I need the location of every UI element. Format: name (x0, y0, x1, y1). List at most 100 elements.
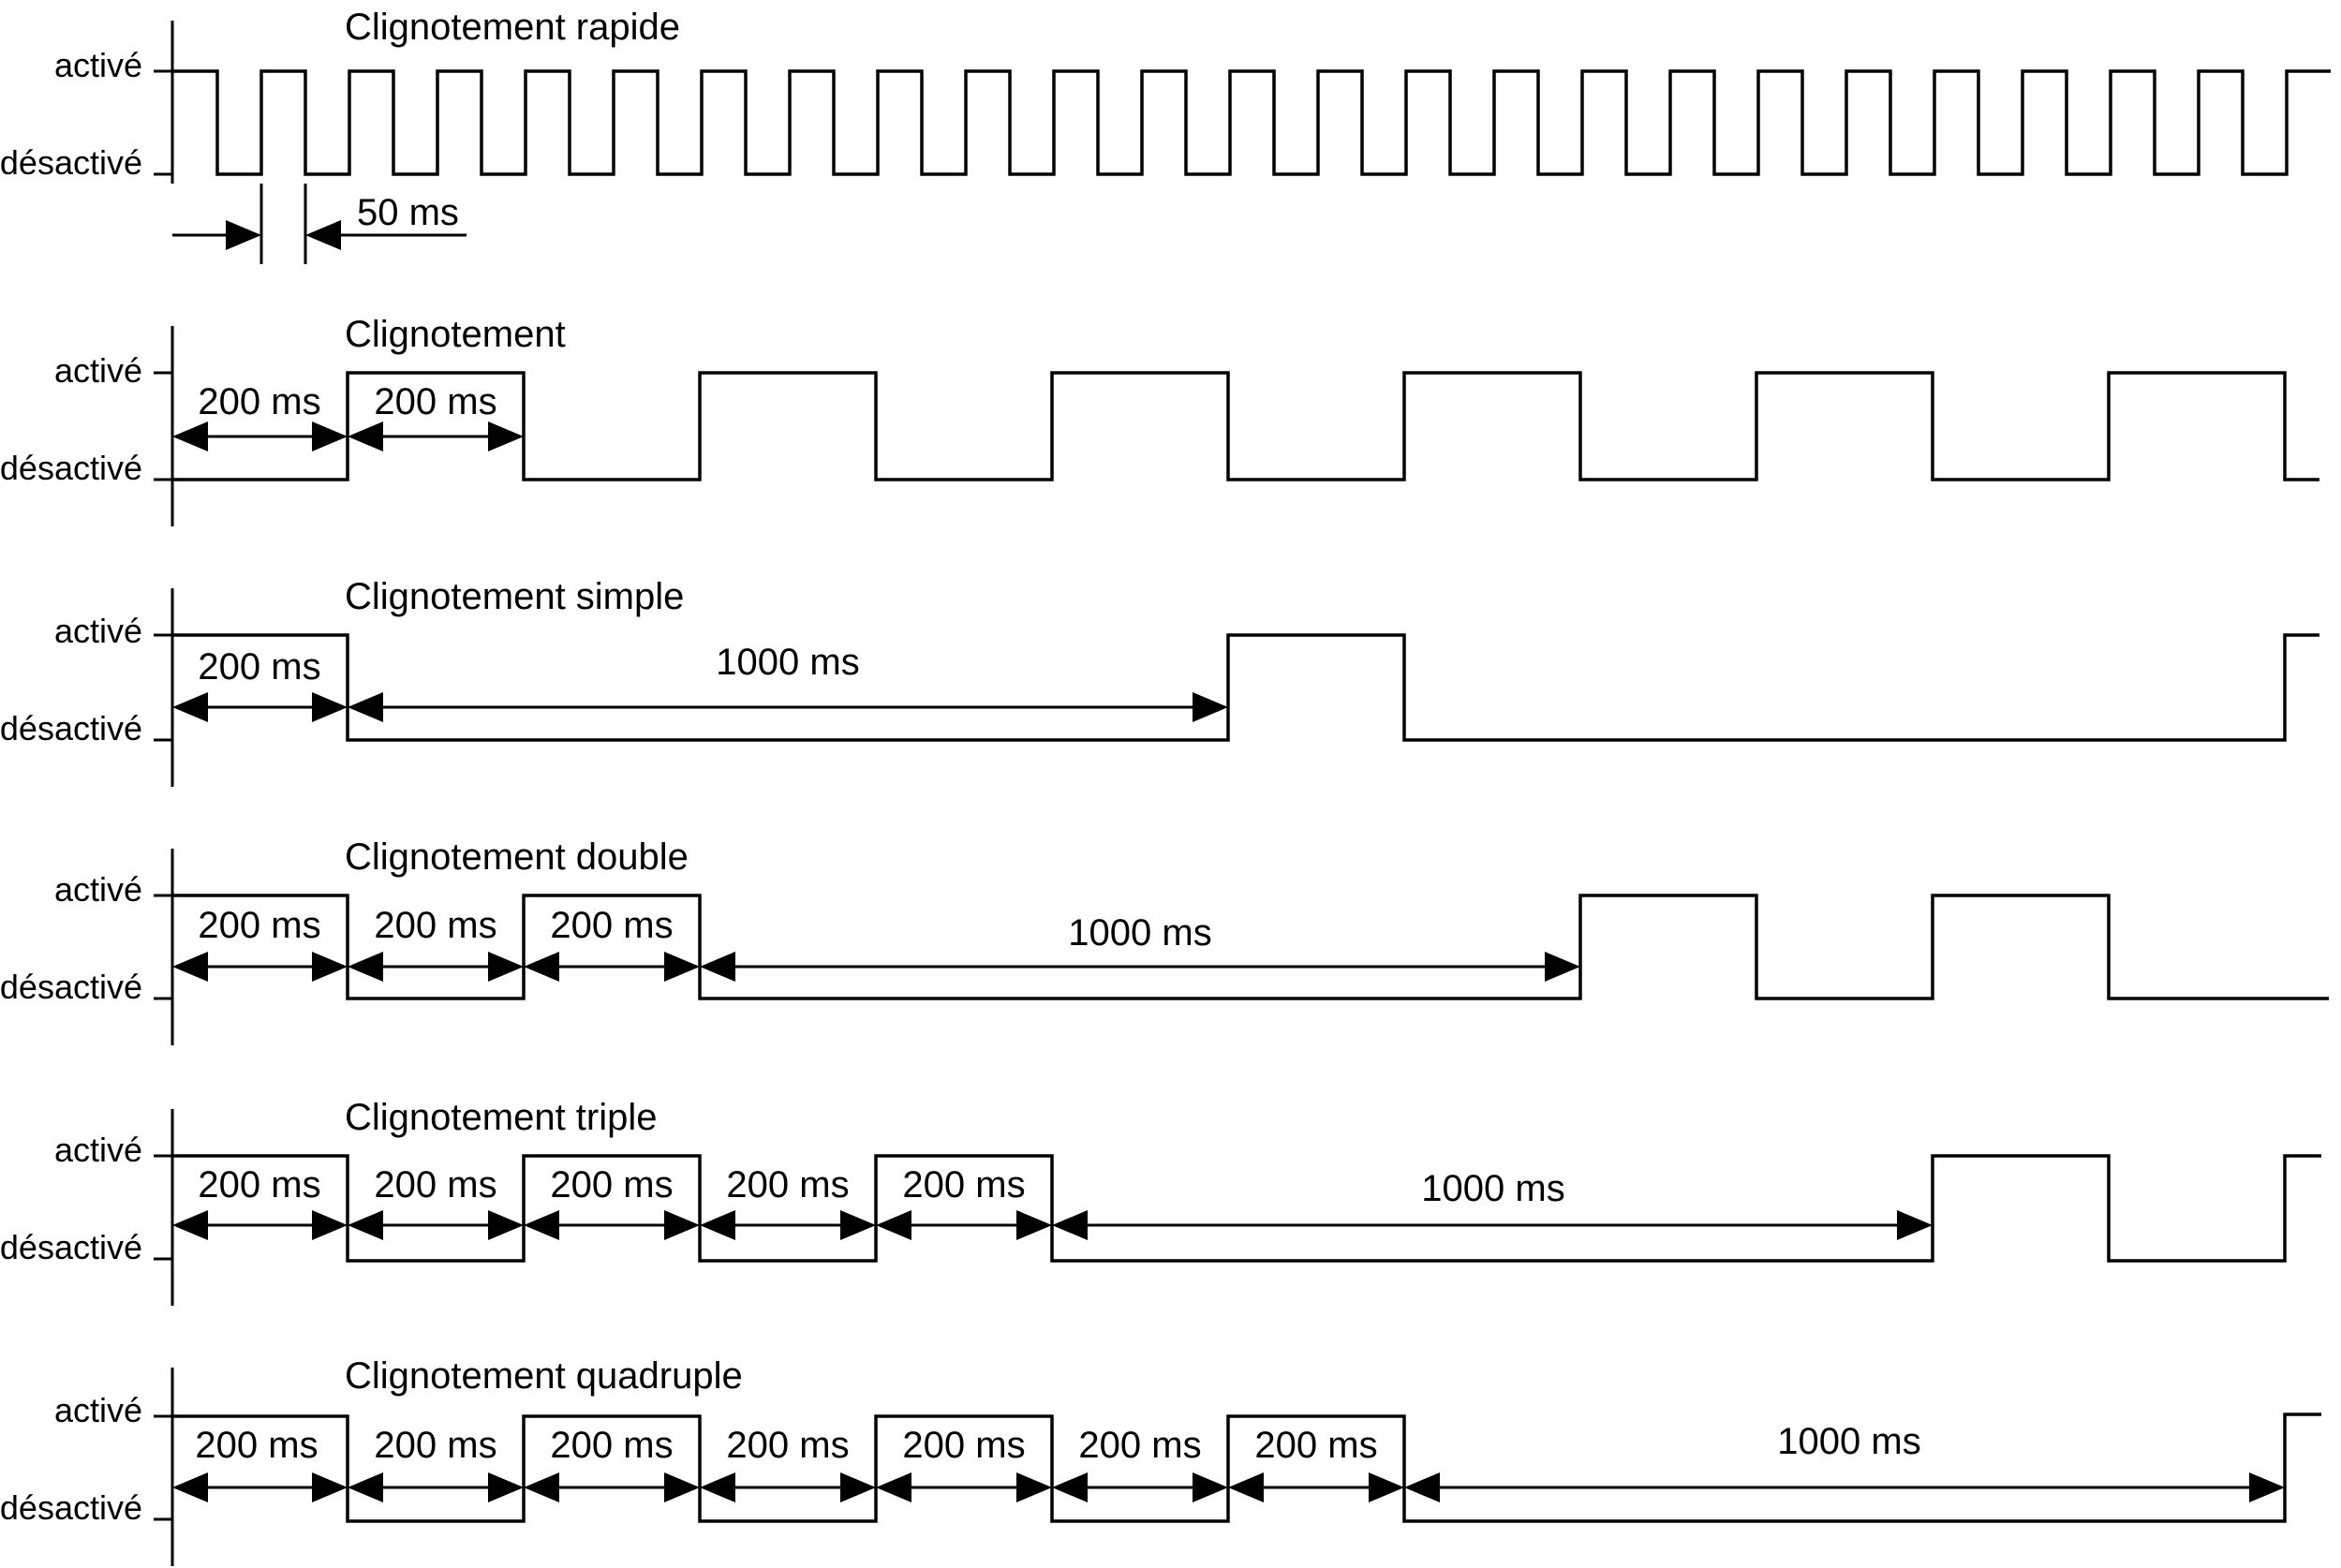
arrowhead-left (1228, 1472, 1264, 1502)
arrowhead-right (840, 1210, 876, 1240)
single-blink-waveform (172, 633, 2319, 742)
arrowhead-left (524, 952, 559, 982)
panel-title: Clignotement rapide (345, 7, 680, 48)
panel-single-blink: Clignotement simple activé désactivé 200… (0, 576, 2319, 787)
arrowhead-right (664, 952, 700, 982)
arrowhead-right (1193, 692, 1228, 722)
off-level-label: désactivé (0, 1488, 142, 1527)
arrowhead-right (1016, 1210, 1052, 1240)
double-blink-waveform (172, 894, 2329, 1000)
duration-label: 1000 ms (716, 642, 859, 683)
on-level-label: activé (54, 870, 142, 909)
duration-label: 200 ms (726, 1425, 849, 1466)
arrowhead-right (1897, 1210, 1933, 1240)
arrowhead-left (1404, 1472, 1440, 1502)
panel-fast-blink: Clignotement rapide activé désactivé 50 … (0, 7, 2331, 264)
duration-label: 200 ms (374, 1425, 496, 1466)
fast-blink-waveform (172, 69, 2331, 176)
panel-triple-blink: Clignotement triple activé désactivé 200… (0, 1097, 2321, 1306)
off-level-label: désactivé (0, 449, 142, 487)
off-level-label: désactivé (0, 709, 142, 747)
arrowhead-left (700, 952, 735, 982)
arrowhead-right (312, 952, 348, 982)
panel-double-blink: Clignotement double activé désactivé 200… (0, 836, 2329, 1045)
panel-title: Clignotement simple (345, 576, 684, 617)
arrowhead-left (172, 952, 208, 982)
arrowhead-right (312, 692, 348, 722)
panel-title: Clignotement triple (345, 1097, 658, 1138)
arrowhead-right (488, 1472, 524, 1502)
arrowhead-right (312, 422, 348, 451)
arrowhead-left (172, 1210, 208, 1240)
on-level-label: activé (54, 351, 142, 390)
on-level-label: activé (54, 1391, 142, 1429)
duration-label: 200 ms (1078, 1425, 1201, 1466)
arrowhead-right (488, 1210, 524, 1240)
triple-blink-waveform (172, 1154, 2321, 1263)
duration-label: 200 ms (726, 1164, 849, 1206)
duration-label: 200 ms (198, 1164, 320, 1206)
arrowhead-right (664, 1472, 700, 1502)
off-level-label: désactivé (0, 143, 142, 182)
duration-label: 200 ms (1254, 1425, 1377, 1466)
arrowhead-right (840, 1472, 876, 1502)
arrowhead-left (524, 1210, 559, 1240)
on-level-label: activé (54, 612, 142, 650)
panel-title: Clignotement double (345, 836, 689, 878)
duration-label: 200 ms (550, 1425, 673, 1466)
arrowhead-left (876, 1210, 911, 1240)
off-level-label: désactivé (0, 968, 142, 1006)
duration-label: 1000 ms (1777, 1421, 1920, 1462)
arrowhead-left (348, 422, 383, 451)
duration-label: 200 ms (374, 381, 496, 422)
arrowhead-right (488, 952, 524, 982)
duration-label: 200 ms (374, 1164, 496, 1206)
panel-title: Clignotement (345, 314, 566, 355)
arrowhead-right (226, 220, 261, 250)
arrowhead-left (700, 1472, 735, 1502)
duration-label: 200 ms (198, 646, 320, 688)
duration-label: 1000 ms (1068, 912, 1211, 954)
duration-label: 200 ms (374, 905, 496, 946)
arrowhead-right (1016, 1472, 1052, 1502)
arrowhead-right (1545, 952, 1580, 982)
arrowhead-left (876, 1472, 911, 1502)
arrowhead-left (1052, 1210, 1088, 1240)
arrowhead-right (488, 422, 524, 451)
arrowhead-left (348, 692, 383, 722)
arrowhead-left (172, 422, 208, 451)
duration-label: 200 ms (195, 1425, 318, 1466)
arrowhead-right (1369, 1472, 1404, 1502)
panel-blink: Clignotement activé désactivé 200 ms 200… (0, 314, 2319, 526)
arrowhead-right (1193, 1472, 1228, 1502)
duration-label: 200 ms (550, 905, 673, 946)
panel-quadruple-blink: Clignotement quadruple activé désactivé … (0, 1355, 2321, 1566)
on-level-label: activé (54, 46, 142, 84)
duration-label: 1000 ms (1421, 1168, 1564, 1209)
duration-label: 200 ms (902, 1425, 1025, 1466)
on-level-label: activé (54, 1131, 142, 1169)
quadruple-blink-waveform (172, 1413, 2321, 1523)
arrowhead-left (305, 220, 341, 250)
arrowhead-left (700, 1210, 735, 1240)
arrowhead-right (312, 1472, 348, 1502)
duration-label: 200 ms (198, 905, 320, 946)
arrowhead-left (348, 1210, 383, 1240)
arrowhead-left (524, 1472, 559, 1502)
duration-label: 200 ms (550, 1164, 673, 1206)
duration-label: 50 ms (357, 192, 459, 233)
arrowhead-left (348, 1472, 383, 1502)
arrowhead-left (1052, 1472, 1088, 1502)
off-level-label: désactivé (0, 1228, 142, 1266)
arrowhead-left (172, 1472, 208, 1502)
arrowhead-right (312, 1210, 348, 1240)
panel-title: Clignotement quadruple (345, 1355, 743, 1397)
arrowhead-right (2249, 1472, 2285, 1502)
blink-waveform (172, 371, 2319, 481)
arrowhead-left (348, 952, 383, 982)
duration-label: 200 ms (198, 381, 320, 422)
arrowhead-right (664, 1210, 700, 1240)
duration-label: 200 ms (902, 1164, 1025, 1206)
arrowhead-left (172, 692, 208, 722)
